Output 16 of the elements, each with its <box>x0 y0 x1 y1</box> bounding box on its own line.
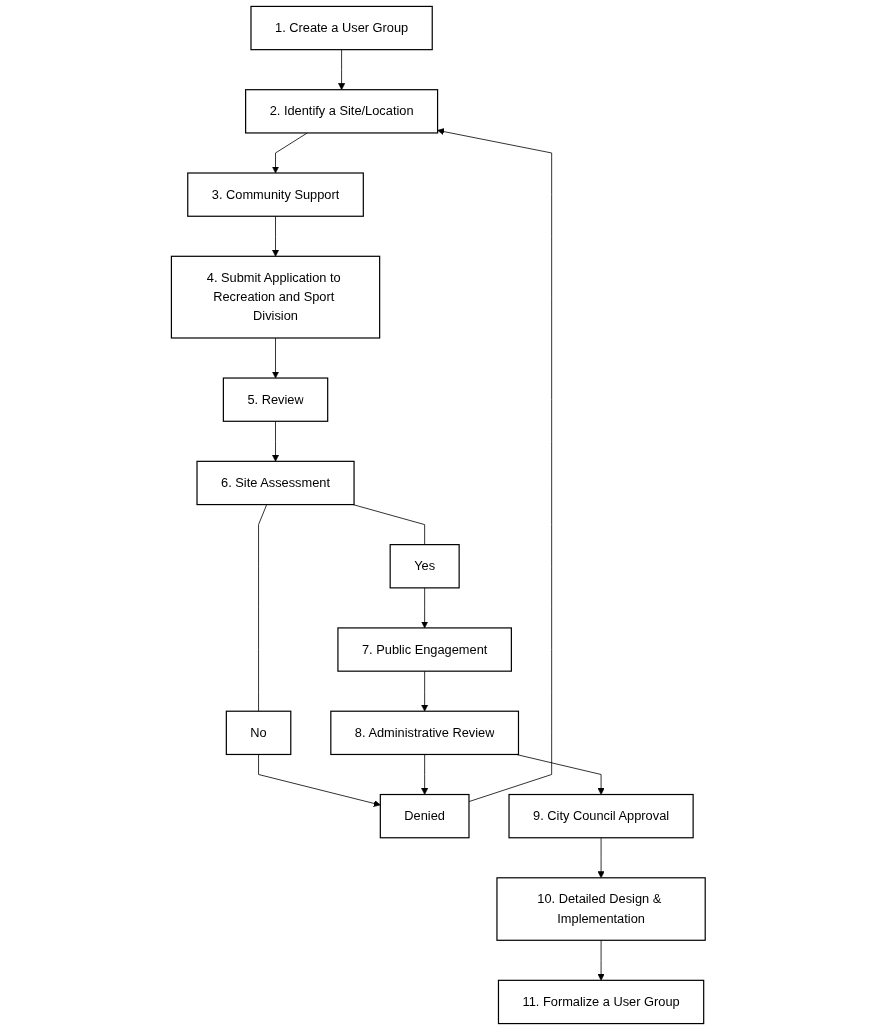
node-box: 5. Review <box>222 377 328 422</box>
node-box: Denied <box>379 793 470 839</box>
node-box: 6. Site Assessment <box>196 460 355 506</box>
node-box: 2. Identify a Site/Location <box>244 89 438 134</box>
node-box: 11. Formalize a User Group <box>497 979 704 1025</box>
node-box: 9. City Council Approval <box>508 793 694 839</box>
connector <box>352 504 425 546</box>
node-box: 3. Community Support <box>186 172 364 217</box>
node-box: 10. Detailed Design & Implementation <box>496 877 706 941</box>
node-box: No <box>225 710 292 756</box>
node-box: 7. Public Engagement <box>337 627 512 672</box>
node-box: Yes <box>389 544 460 589</box>
connector <box>257 504 267 712</box>
node-box: 1. Create a User Group <box>250 5 433 51</box>
node-box: 8. Administrative Review <box>329 710 519 756</box>
node-box: 4. Submit Application to Recreation and Sport Division <box>170 255 380 339</box>
